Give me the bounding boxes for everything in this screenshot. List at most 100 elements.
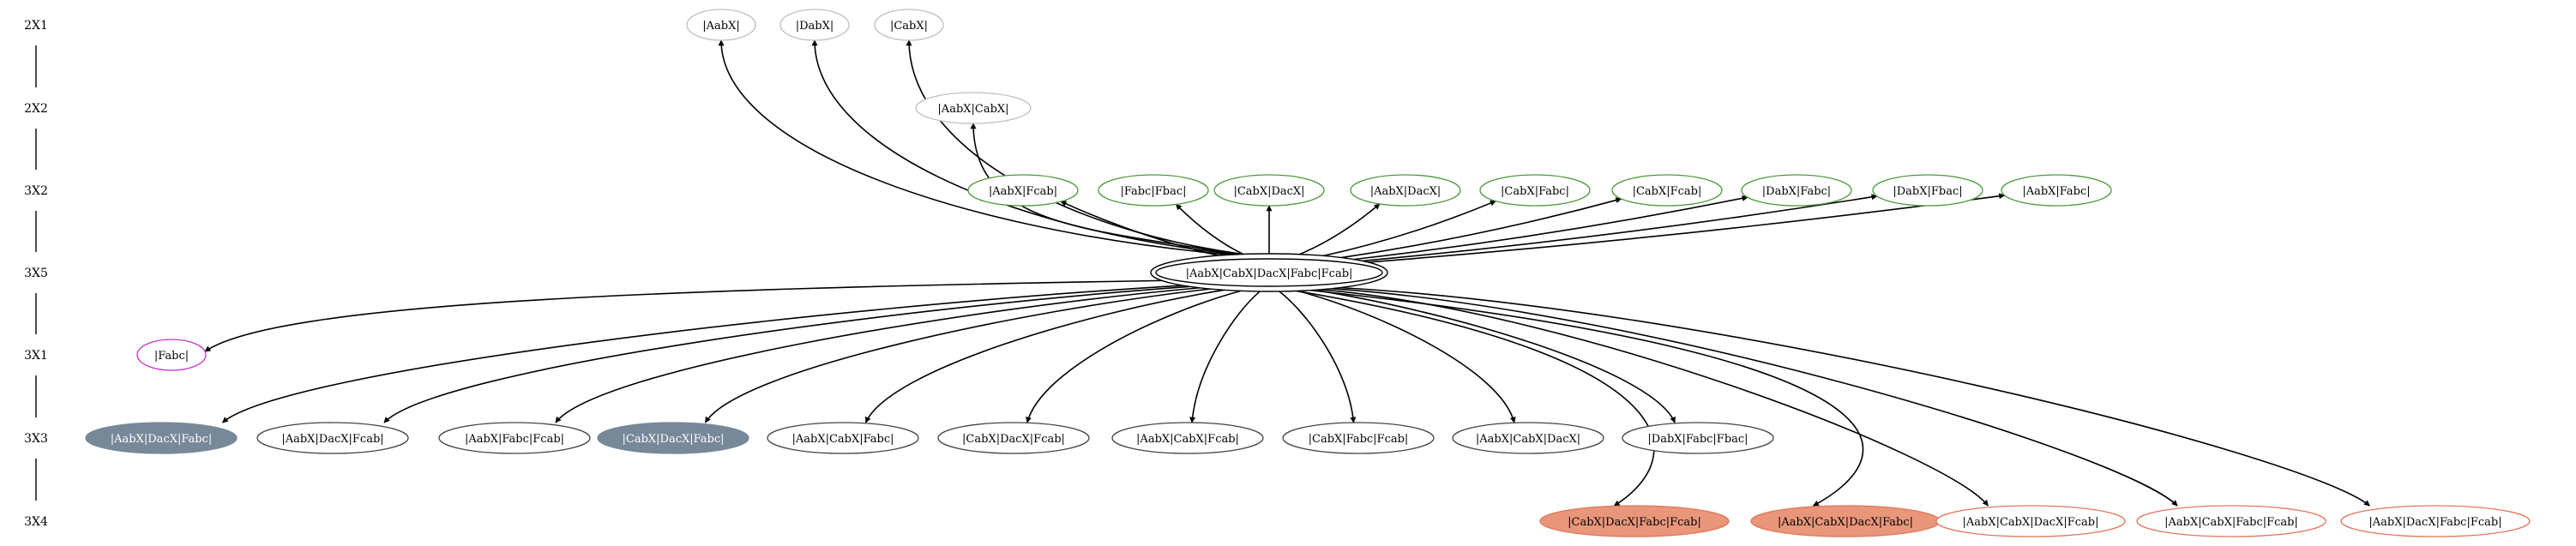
node-ellipse <box>1479 174 1591 207</box>
edge-arrow <box>1339 286 2370 507</box>
edge-arrow <box>1314 289 1676 423</box>
node-ellipse <box>1098 174 1209 207</box>
node-ellipse <box>1741 174 1852 207</box>
node-label: |AabX|DacX| <box>1370 185 1441 198</box>
nodes: |AabX|CabX|DacX|Fabc|Fcab| |AabX| |DabX| |C… <box>85 9 2531 537</box>
node-label: |DabX|Fabc|Fbac| <box>1647 433 1748 446</box>
edge-arrow <box>1175 203 1244 255</box>
graph-node: |CabX| <box>874 9 944 41</box>
root-node: |AabX|CabX|DacX|Fabc|Fcab| <box>1150 253 1388 292</box>
node-label: |CabX|DacX|Fabc|Fcab| <box>1568 516 1701 529</box>
edge-arrow <box>1279 291 1357 423</box>
node-label: |AabX|DacX|Fabc|Fcab| <box>2368 516 2501 529</box>
node-ellipse <box>1350 174 1461 207</box>
graph-node: |AabX|Fabc| <box>2001 174 2112 207</box>
node-ellipse <box>937 422 1090 454</box>
node-label: |AabX|Fabc| <box>2022 185 2090 198</box>
node-label: |AabX|Fcab| <box>989 185 1057 198</box>
node-ellipse <box>2340 505 2531 537</box>
rank-label: 2X1 <box>24 19 48 33</box>
edge-arrow <box>1362 194 1878 262</box>
edge-arrow <box>1060 201 1219 256</box>
node-label: |DabX|Fbac| <box>1893 185 1962 198</box>
edge-arrow <box>1322 200 1496 257</box>
node-label: |CabX|DacX|Fabc| <box>623 433 725 446</box>
node-ellipse <box>1282 422 1435 454</box>
node-label: |AabX|CabX| <box>937 103 1008 116</box>
graph-node: |AabX|CabX| <box>915 92 1032 124</box>
edge-arrow <box>704 288 1211 423</box>
node-ellipse <box>1452 422 1604 454</box>
graph-node: |DabX|Fabc| <box>1741 174 1852 207</box>
edge-arrow <box>221 285 1183 423</box>
graph-node: |CabX|Fcab| <box>1611 174 1723 207</box>
node-ellipse <box>967 174 1079 207</box>
rank-label: 3X5 <box>24 267 48 280</box>
edge-arrow <box>1298 203 1381 255</box>
graph-node: |Fabc|Fbac| <box>1098 174 1209 207</box>
edge-arrow <box>1321 288 1989 507</box>
node-label: |CabX|Fcab| <box>1633 185 1702 198</box>
node-label: |AabX|CabX|DacX|Fabc| <box>1778 516 1913 529</box>
edges <box>204 39 2370 507</box>
edge-arrow <box>1297 290 1516 423</box>
edge-arrow <box>383 285 1190 423</box>
graph-node: |AabX|CabX|DacX| <box>1452 422 1604 454</box>
node-ellipse <box>779 9 850 41</box>
edge-arrow <box>1341 197 1622 259</box>
node-label: |CabX|DacX| <box>1233 185 1304 198</box>
graph-node: |AabX|DacX|Fabc|Fcab| <box>2340 505 2531 537</box>
graph-node: |AabX|CabX|DacX|Fabc| <box>1750 505 1941 537</box>
node-ellipse <box>136 339 207 371</box>
edge-arrow <box>811 39 1237 255</box>
graph-node: |AabX|Fabc|Fcab| <box>438 422 591 454</box>
graph-node: |AabX| <box>686 9 756 41</box>
node-ellipse <box>2001 174 2112 207</box>
graph-node: |CabX|DacX|Fabc|Fcab| <box>1539 505 1730 537</box>
node-ellipse <box>1539 505 1730 537</box>
node-ellipse <box>874 9 944 41</box>
edge-arrow <box>555 286 1200 423</box>
node-label: |CabX|Fabc|Fcab| <box>1309 433 1409 446</box>
rank-label: 2X2 <box>24 102 48 116</box>
graph-node: |Fabc| <box>136 339 207 371</box>
node-ellipse <box>438 422 591 454</box>
node-label: |AabX|CabX|DacX| <box>1476 433 1580 446</box>
rank-label: 3X4 <box>24 515 48 529</box>
node-label: |AabX|CabX|DacX|Fabc|Fcab| <box>1186 267 1353 280</box>
edge-arrow <box>1331 287 2178 507</box>
graph-node: |AabX|Fcab| <box>967 174 1079 207</box>
node-label: |CabX|DacX|Fcab| <box>962 433 1065 446</box>
node-ellipse <box>1622 422 1774 454</box>
node-label: |AabX|CabX|Fabc|Fcab| <box>2164 516 2298 529</box>
node-label: |AabX|Fabc|Fcab| <box>465 433 564 446</box>
node-label: |AabX|DacX|Fabc| <box>111 433 212 446</box>
node-label: |DabX|Fabc| <box>1762 185 1831 198</box>
node-ellipse <box>597 422 749 454</box>
graph-node: |AabX|CabX|DacX|Fcab| <box>1935 505 2126 537</box>
node-label: |AabX|CabX|DacX|Fcab| <box>1963 516 2099 529</box>
rank-label: 3X1 <box>24 349 48 363</box>
node-ellipse <box>1611 174 1723 207</box>
graph-node: |AabX|CabX|Fcab| <box>1111 422 1264 454</box>
graph-node: |AabX|DacX|Fabc| <box>85 422 238 454</box>
node-ellipse <box>256 422 409 454</box>
graph-node: |DabX|Fabc|Fbac| <box>1622 422 1774 454</box>
node-ellipse <box>686 9 756 41</box>
edge-arrow <box>864 289 1225 423</box>
edge-arrow <box>1296 290 1655 507</box>
graph-node: |DabX| <box>779 9 850 41</box>
node-ellipse <box>767 422 919 454</box>
graph-node: |CabX|DacX|Fcab| <box>937 422 1090 454</box>
edge-arrow <box>906 39 1243 255</box>
node-label: |DabX| <box>796 20 834 33</box>
edge-arrow <box>1353 195 1748 261</box>
graph-node: |AabX|CabX|Fabc| <box>767 422 919 454</box>
edge-arrow <box>1026 290 1242 423</box>
node-label: |CabX|Fabc| <box>1501 185 1569 198</box>
graph-node: |CabX|Fabc| <box>1479 174 1591 207</box>
node-ellipse <box>2136 505 2326 537</box>
graph-node: |AabX|CabX|Fabc|Fcab| <box>2136 505 2326 537</box>
